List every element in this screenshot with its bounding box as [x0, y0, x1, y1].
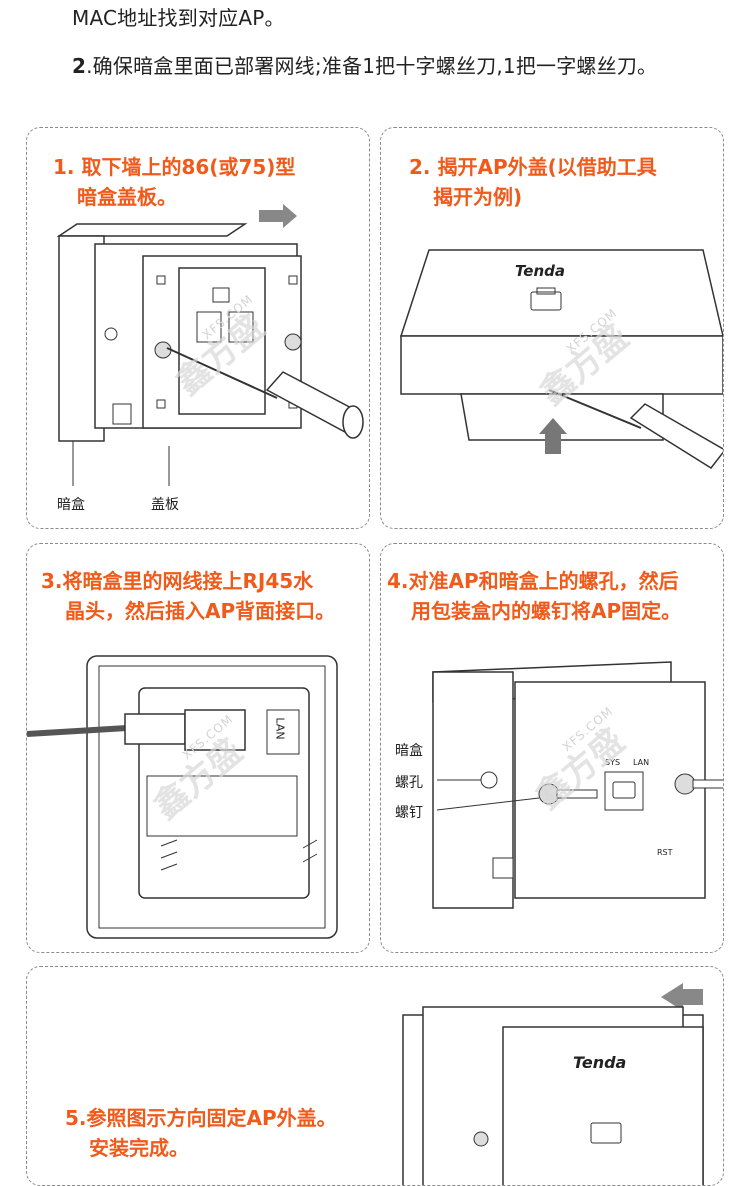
step-4-title-line1: 4.对准AP和暗盒上的螺孔，然后	[387, 569, 679, 593]
step-5-title-line1: 5.参照图示方向固定AP外盖。	[65, 1106, 337, 1130]
step-2-illustration	[399, 249, 723, 469]
label-screw: 螺钉	[395, 805, 423, 821]
step-4-illustration	[432, 661, 723, 909]
step-3-illustration	[27, 655, 338, 939]
lan-port-label: LAN	[273, 717, 287, 740]
tenda-logo: Tenda	[515, 262, 566, 280]
step-5-illustration	[402, 983, 704, 1185]
label-box: 暗盒	[395, 743, 423, 759]
step-3-title-line2: 晶头，然后插入AP背面接口。	[65, 599, 336, 623]
intro-line-2: 2.确保暗盒里面已部署网线;准备1把十字螺丝刀,1把一字螺丝刀。	[72, 50, 657, 79]
step-1-title-line2: 暗盒盖板。	[77, 185, 177, 209]
step-panel-4: 4.对准AP和暗盒上的螺孔，然后 用包装盒内的螺钉将AP固定。 暗盒 螺孔 螺钉…	[380, 543, 724, 953]
intro-step-text: .确保暗盒里面已部署网线;准备1把十字螺丝刀,1把一字螺丝刀。	[86, 54, 658, 78]
step-panel-2: 2. 揭开AP外盖(以借助工具 揭开为例) Tenda 鑫方盛 XFS.COM	[380, 127, 724, 529]
step-1-title-line1: 1. 取下墙上的86(或75)型	[53, 155, 296, 179]
intro-step-number: 2	[72, 54, 87, 78]
sys-indicator-label: SYS	[605, 758, 621, 767]
intro-line-1: MAC地址找到对应AP。	[72, 6, 285, 30]
tenda-logo: Tenda	[573, 1053, 627, 1072]
rst-label: RST	[657, 848, 673, 857]
step-2-title-line1: 2. 揭开AP外盖(以借助工具	[409, 155, 657, 179]
label-box: 暗盒	[57, 497, 85, 513]
lan-indicator-label: LAN	[633, 758, 650, 767]
step-panel-5: 5.参照图示方向固定AP外盖。 安装完成。 Tenda	[26, 966, 724, 1186]
step-3-title-line1: 3.将暗盒里的网线接上RJ45水	[41, 569, 314, 593]
step-4-title-line2: 用包装盒内的螺钉将AP固定。	[411, 599, 682, 623]
step-2-title-line2: 揭开为例)	[433, 185, 523, 209]
label-hole: 螺孔	[395, 775, 423, 791]
step-5-title-line2: 安装完成。	[89, 1136, 189, 1160]
step-1-illustration	[56, 204, 364, 486]
step-panel-1: 1. 取下墙上的86(或75)型 暗盒盖板。 暗盒 盖板 鑫方盛 XFS.CO	[26, 127, 370, 529]
step-panel-3: 3.将暗盒里的网线接上RJ45水 晶头，然后插入AP背面接口。 LAN 鑫方盛 …	[26, 543, 370, 953]
label-cover: 盖板	[151, 497, 179, 513]
